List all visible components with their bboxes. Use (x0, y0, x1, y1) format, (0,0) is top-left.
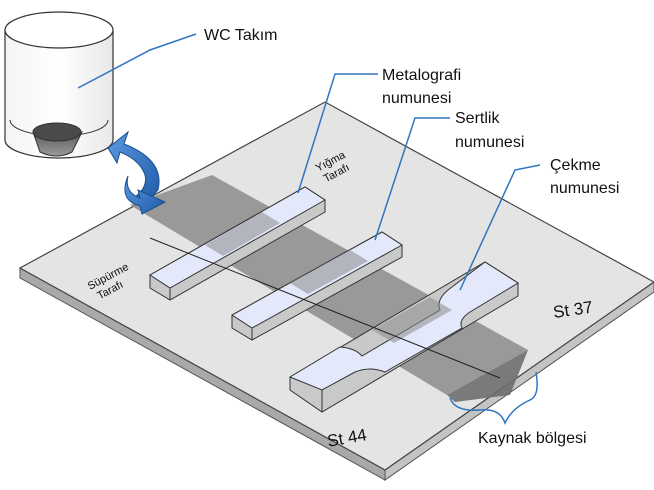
leader-hardness (374, 117, 450, 241)
rotation-arrow (107, 130, 167, 215)
tensile-label-line1: Çekme (550, 157, 601, 174)
metallography-specimen (149, 186, 326, 301)
leader-tensile (459, 164, 541, 291)
weld-zone-label: Kaynak bölgesi (478, 430, 587, 447)
tensile-label-line2: numunesi (550, 180, 619, 197)
leader-lines (77, 33, 541, 426)
hardness-label-line2: numunesi (455, 134, 524, 151)
metallography-label-line2: numunesi (382, 90, 451, 107)
weld-zone-brace (449, 371, 538, 426)
tool-label: WC Takım (204, 27, 277, 44)
hardness-specimen (231, 231, 403, 341)
hardness-label-line1: Sertlik (455, 110, 500, 127)
metallography-label-line1: Metalografi (382, 67, 461, 84)
wc-tool (4, 11, 114, 159)
leader-metallography (297, 73, 378, 194)
leader-tool (77, 33, 197, 89)
weld-centerline (149, 237, 501, 379)
tensile-specimen (288, 261, 519, 413)
